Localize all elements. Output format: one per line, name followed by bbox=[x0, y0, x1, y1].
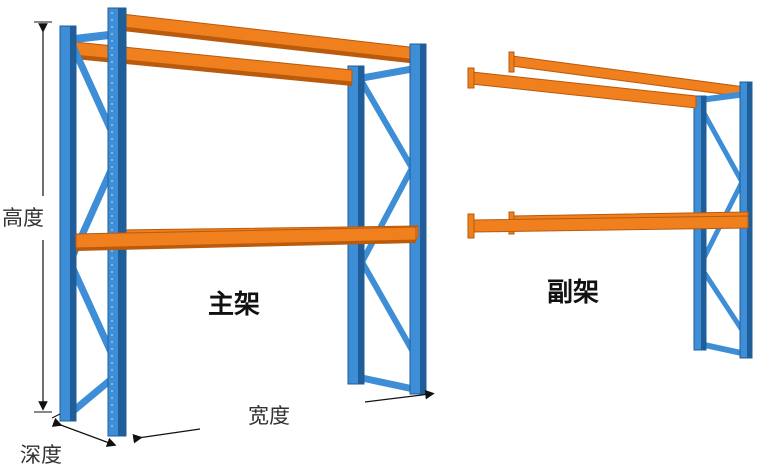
aux-rack-title: 副架 bbox=[547, 278, 600, 308]
depth-label: 深度 bbox=[20, 443, 62, 467]
main-right-frame bbox=[347, 43, 427, 395]
width-label: 宽度 bbox=[248, 404, 290, 428]
dimension-height bbox=[34, 21, 52, 413]
dimension-width bbox=[132, 389, 435, 444]
main-rack-title: 主架 bbox=[208, 290, 261, 320]
main-left-frame bbox=[59, 7, 127, 437]
height-label: 高度 bbox=[2, 206, 44, 230]
aux-rack bbox=[467, 51, 753, 359]
main-rack bbox=[59, 7, 427, 437]
dimension-depth bbox=[51, 413, 117, 447]
